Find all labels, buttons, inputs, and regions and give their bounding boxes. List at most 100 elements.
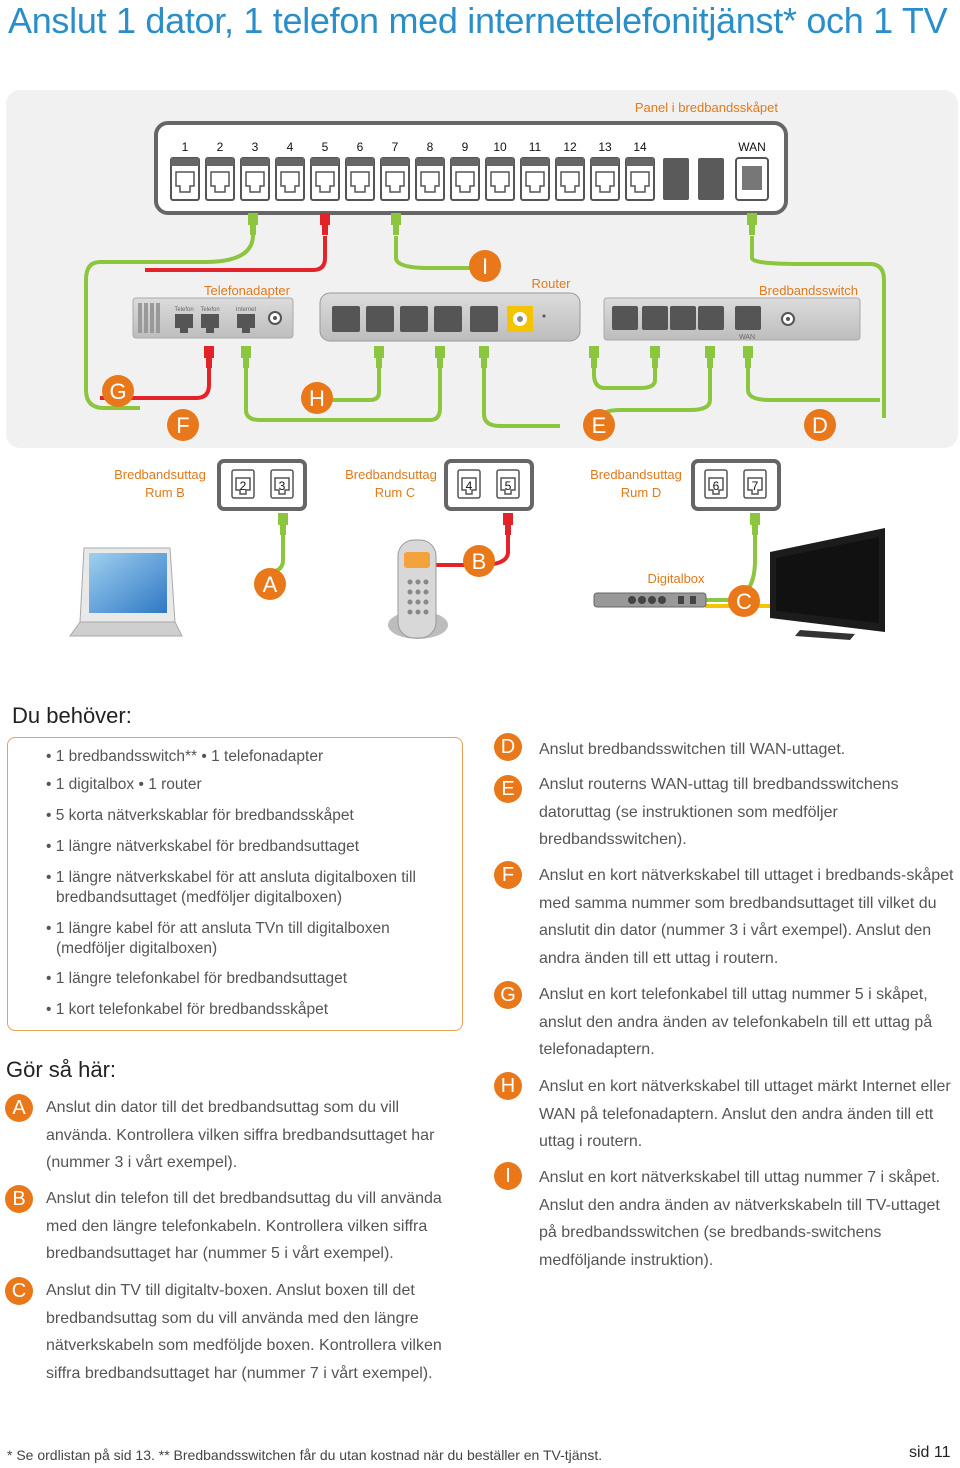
needs-item: • 1 kort telefonkabel för bredbandsskåpe… — [46, 1001, 329, 1018]
panel-port-number: 1 — [182, 140, 189, 154]
cable-plug — [750, 513, 760, 535]
laptop-icon — [69, 547, 183, 637]
panel-port — [590, 157, 620, 201]
step-badge-b: B — [5, 1185, 33, 1213]
outlet-port-number: 4 — [466, 479, 473, 493]
page-title: Anslut 1 dator, 1 telefon med internette… — [8, 0, 948, 41]
needs-heading: Du behöver: — [12, 703, 132, 728]
needs-item: • 1 längre nätverkskabel för bredbandsut… — [46, 838, 360, 855]
panel-port — [555, 157, 585, 201]
step-b-text: Anslut din telefon till det bredbandsutt… — [46, 1190, 442, 1262]
step-badge-d: D — [494, 733, 522, 761]
switch-device: WAN — [603, 297, 861, 341]
outlet-port-number: 2 — [240, 479, 247, 493]
outlet-room: Rum D — [621, 485, 661, 500]
panel-port — [310, 157, 340, 201]
letter-e: E — [592, 413, 607, 438]
panel-port — [240, 157, 270, 201]
step-badge-a: A — [5, 1094, 33, 1122]
needs-item: • 1 längre kabel för att ansluta TVn til… — [46, 920, 390, 957]
panel-port-number: 6 — [357, 140, 364, 154]
telefonadapter-device: Telefon Telefon Internet — [132, 297, 294, 339]
diagram-letters: I G H F E D — [102, 250, 836, 441]
step-badge-e: E — [494, 775, 522, 803]
tv-icon — [770, 528, 885, 640]
step-badge-g: G — [494, 981, 522, 1009]
outlet-port-number: 5 — [505, 479, 512, 493]
panel-port — [205, 157, 235, 201]
letter-g: G — [109, 379, 126, 404]
panel-port-number: 3 — [252, 140, 259, 154]
panel-port-number: 4 — [287, 140, 294, 154]
panel-port — [170, 157, 200, 201]
panel-wan-label: WAN — [738, 140, 766, 154]
step-badge-i: I — [494, 1162, 522, 1190]
panel-port-number: 9 — [462, 140, 469, 154]
step-g-text: Anslut en kort telefonkabel till uttag n… — [539, 986, 933, 1058]
panel-label: Panel i bredbandsskåpet — [635, 100, 778, 115]
adapter-port-label: Telefon — [174, 307, 193, 313]
outlet-rum-c: Bredbandsuttag Rum C 4 5 — [345, 459, 534, 511]
panel-port-number: 7 — [392, 140, 399, 154]
panel-port-number: 12 — [563, 140, 577, 154]
panel-port-number: 10 — [493, 140, 507, 154]
panel-port — [625, 157, 655, 201]
step-f-text: Anslut en kort nätverkskabel till uttage… — [539, 867, 954, 967]
needs-box — [7, 737, 463, 1031]
panel-port — [415, 157, 445, 201]
panel-port-number: 11 — [529, 140, 542, 154]
router-label: Router — [531, 276, 571, 291]
switch-label: Bredbandsswitch — [759, 283, 858, 298]
needs-item: • 1 digitalbox • 1 router — [46, 776, 202, 793]
letter-c: C — [736, 589, 752, 614]
adapter-port-label: Internet — [236, 307, 257, 313]
outlet-room: Rum B — [145, 485, 185, 500]
router-device — [319, 292, 581, 342]
step-h-text: Anslut en kort nätverkskabel till uttage… — [539, 1078, 951, 1150]
digitalbox-label: Digitalbox — [647, 571, 705, 586]
step-badge-h: H — [494, 1072, 522, 1100]
panel-port-number: 5 — [322, 140, 329, 154]
letter-a: A — [263, 572, 278, 597]
letter-f: F — [176, 413, 189, 438]
cable-plug — [278, 513, 288, 535]
step-c-text: Anslut din TV till digitaltv-boxen. Ansl… — [46, 1282, 442, 1382]
panel-port-number: 8 — [427, 140, 434, 154]
letter-b: B — [472, 549, 487, 574]
outlet-label: Bredbandsuttag — [590, 467, 682, 482]
outlet-rum-d: Bredbandsuttag Rum D 6 7 — [590, 459, 781, 511]
adapter-port-label: Telefon — [200, 307, 219, 313]
needs-item: • 1 bredbandsswitch** • 1 telefonadapter — [46, 748, 324, 765]
outlet-label: Bredbandsuttag — [114, 467, 206, 482]
panel-port — [520, 157, 550, 201]
step-e-text: Anslut routerns WAN-uttag till bredbands… — [539, 776, 899, 848]
step-i-text: Anslut en kort nätverkskabel till uttag … — [539, 1169, 941, 1269]
panel-port — [275, 157, 305, 201]
panel-port — [450, 157, 480, 201]
telefonadapter-label: Telefonadapter — [204, 283, 291, 298]
panel-port — [485, 157, 515, 201]
howto-heading: Gör så här: — [6, 1057, 117, 1082]
switch-wan-label: WAN — [739, 334, 755, 341]
needs-item: • 5 korta nätverkskablar för bredbandssk… — [46, 807, 354, 824]
step-badge-c: C — [5, 1277, 33, 1305]
footnote: * Se ordlistan på sid 13. ** Bredbandssw… — [7, 1447, 603, 1463]
panel-port-number: 13 — [598, 140, 612, 154]
outlet-label: Bredbandsuttag — [345, 467, 437, 482]
page-number: sid 11 — [909, 1444, 951, 1461]
step-d-text: Anslut bredbandsswitchen till WAN-uttage… — [539, 741, 846, 758]
outlet-room: Rum C — [375, 485, 415, 500]
letter-h: H — [309, 386, 325, 411]
panel-port — [380, 157, 410, 201]
cable-plug — [503, 513, 513, 535]
step-a-text: Anslut din dator till det bredbandsuttag… — [46, 1099, 435, 1171]
panel-port-number: 14 — [633, 140, 647, 154]
panel-port-number: 2 — [217, 140, 224, 154]
outlet-port-number: 3 — [279, 479, 286, 493]
needs-item: • 1 längre telefonkabel för bredbandsutt… — [46, 970, 348, 987]
step-badge-f: F — [494, 861, 522, 889]
outlet-port-number: 7 — [752, 479, 759, 493]
